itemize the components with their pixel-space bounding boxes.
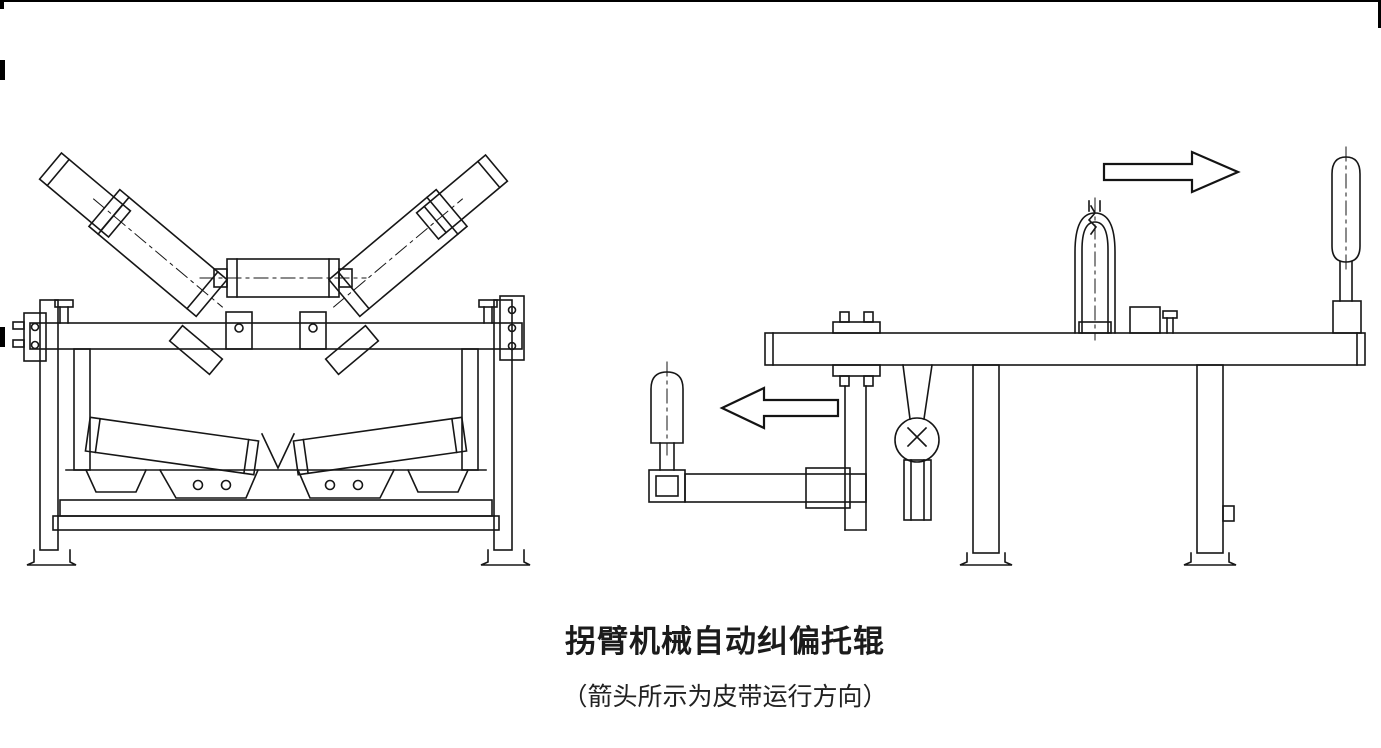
belt-direction-arrow-left-icon: [719, 386, 840, 430]
left-crank-roller: [648, 361, 867, 509]
sheet-left-corner-mark: [0, 0, 4, 9]
drawing-title: 拐臂机械自动纠偏托辊: [565, 624, 885, 659]
sheet-top-border: [0, 0, 1381, 2]
center-roller: [199, 258, 367, 350]
sheet-left-edge-mark-upper: [0, 60, 5, 80]
side-view: [648, 146, 1366, 566]
lower-rollers: [84, 416, 468, 476]
sheet-left-edge-mark-lower: [0, 327, 5, 347]
front-frame: [12, 295, 531, 566]
drawing-subtitle: （箭头所示为皮带运行方向）: [562, 683, 888, 711]
right-wing-roller: [324, 153, 509, 376]
pivot-wheel: [894, 364, 940, 521]
sheet-right-edge-mark: [1378, 0, 1381, 28]
caption-block: 拐臂机械自动纠偏托辊 （箭头所示为皮带运行方向）: [330, 624, 1120, 712]
right-crank-roller: [1331, 146, 1362, 334]
belt-direction-arrow-right-icon: [1102, 150, 1241, 194]
side-frame: [764, 306, 1366, 566]
vertical-guide-roller: [1074, 197, 1116, 341]
front-view: [12, 151, 531, 566]
left-wing-roller: [38, 151, 229, 376]
